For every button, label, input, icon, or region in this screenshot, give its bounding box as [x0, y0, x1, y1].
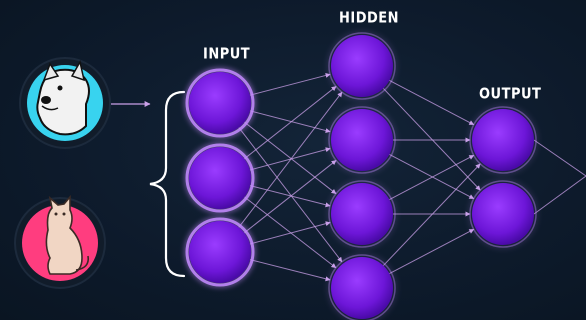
- output-node-2: [469, 180, 537, 248]
- input-layer-label: INPUT: [203, 45, 251, 64]
- output-node-1: [469, 106, 537, 174]
- edge-input-2-to-hidden-2: [249, 147, 331, 171]
- input-node-3: [185, 217, 255, 287]
- hidden-node-1: [328, 32, 396, 100]
- edge-input-1-to-hidden-1: [249, 73, 331, 96]
- dog-icon: [19, 57, 111, 149]
- edge-input-1-to-hidden-3: [244, 121, 337, 195]
- input-node-1: [185, 68, 255, 138]
- edge-hidden-2-to-output-2: [389, 153, 475, 200]
- edge-input-2-to-hidden-1: [244, 86, 337, 160]
- edge-input-1-to-hidden-2: [249, 110, 331, 133]
- edge-hidden-3-to-output-1: [389, 154, 475, 201]
- cat-icon: [14, 194, 106, 289]
- edge-input-2-to-hidden-3: [249, 185, 331, 208]
- edge-input-3-to-hidden-4: [249, 259, 331, 282]
- output-layer-label: OUTPUT: [479, 85, 542, 104]
- hidden-node-2: [328, 106, 396, 174]
- edge-input-3-to-hidden-2: [244, 160, 337, 234]
- connections: [238, 73, 586, 282]
- edge-output-1-out: [533, 139, 586, 177]
- hidden-node-3: [328, 180, 396, 248]
- edge-hidden-4-to-output-2: [389, 228, 475, 275]
- edge-input-3-to-hidden-3: [249, 221, 331, 245]
- edge-hidden-1-to-output-2: [383, 88, 481, 191]
- input-brace: [149, 90, 186, 278]
- edge-hidden-4-to-output-1: [383, 163, 481, 266]
- hidden-node-4: [328, 254, 396, 320]
- nodes: [185, 32, 537, 320]
- hidden-layer-label: HIDDEN: [339, 9, 400, 28]
- edge-input-3-to-hidden-1: [238, 91, 343, 228]
- edge-input-2-to-hidden-4: [244, 196, 337, 269]
- edge-output-2-out: [533, 175, 586, 215]
- edge-input-1-to-hidden-4: [238, 127, 343, 263]
- input-node-2: [185, 143, 255, 213]
- edge-hidden-1-to-output-1: [389, 79, 475, 126]
